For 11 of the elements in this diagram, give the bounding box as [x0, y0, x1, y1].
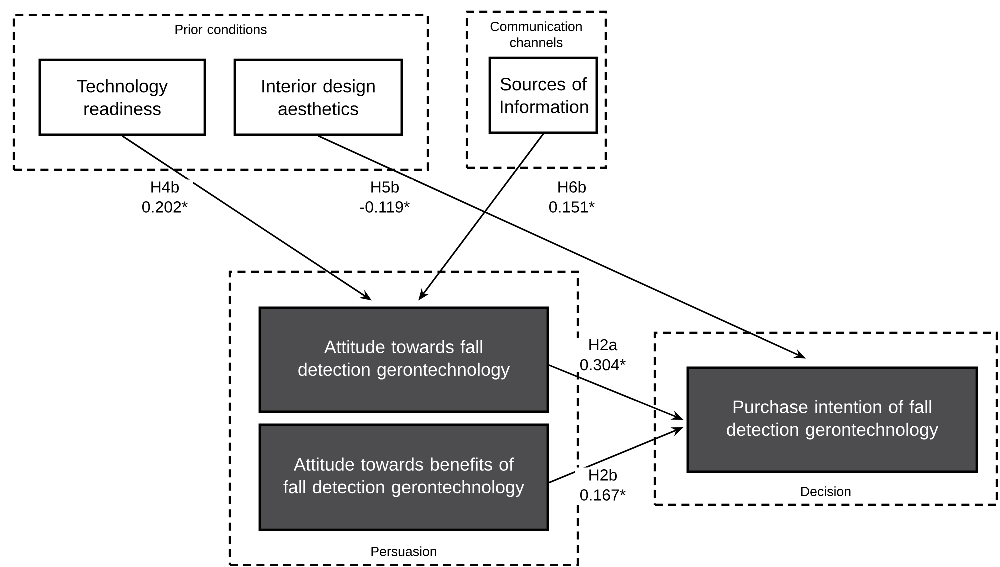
construct-box: Purchase intention of fall detection gerontechnology	[686, 366, 978, 474]
construct-box: Attitude towards fall detection gerontechnology	[258, 306, 550, 414]
concept-box: Sources of Information	[488, 56, 598, 134]
edge-label: H2a 0.304*	[575, 338, 631, 372]
concept-box: Interior design aesthetics	[234, 58, 404, 136]
construct-box: Attitude towards benefits of fall detection gerontechnology	[258, 424, 550, 532]
edge-label: H6b 0.151*	[544, 180, 600, 214]
edge-label: H2b 0.167*	[575, 468, 631, 502]
edge-label: H4b 0.202*	[137, 180, 193, 214]
concept-box: Technology readiness	[38, 58, 206, 136]
edge-label: H5b -0.119*	[357, 180, 413, 214]
